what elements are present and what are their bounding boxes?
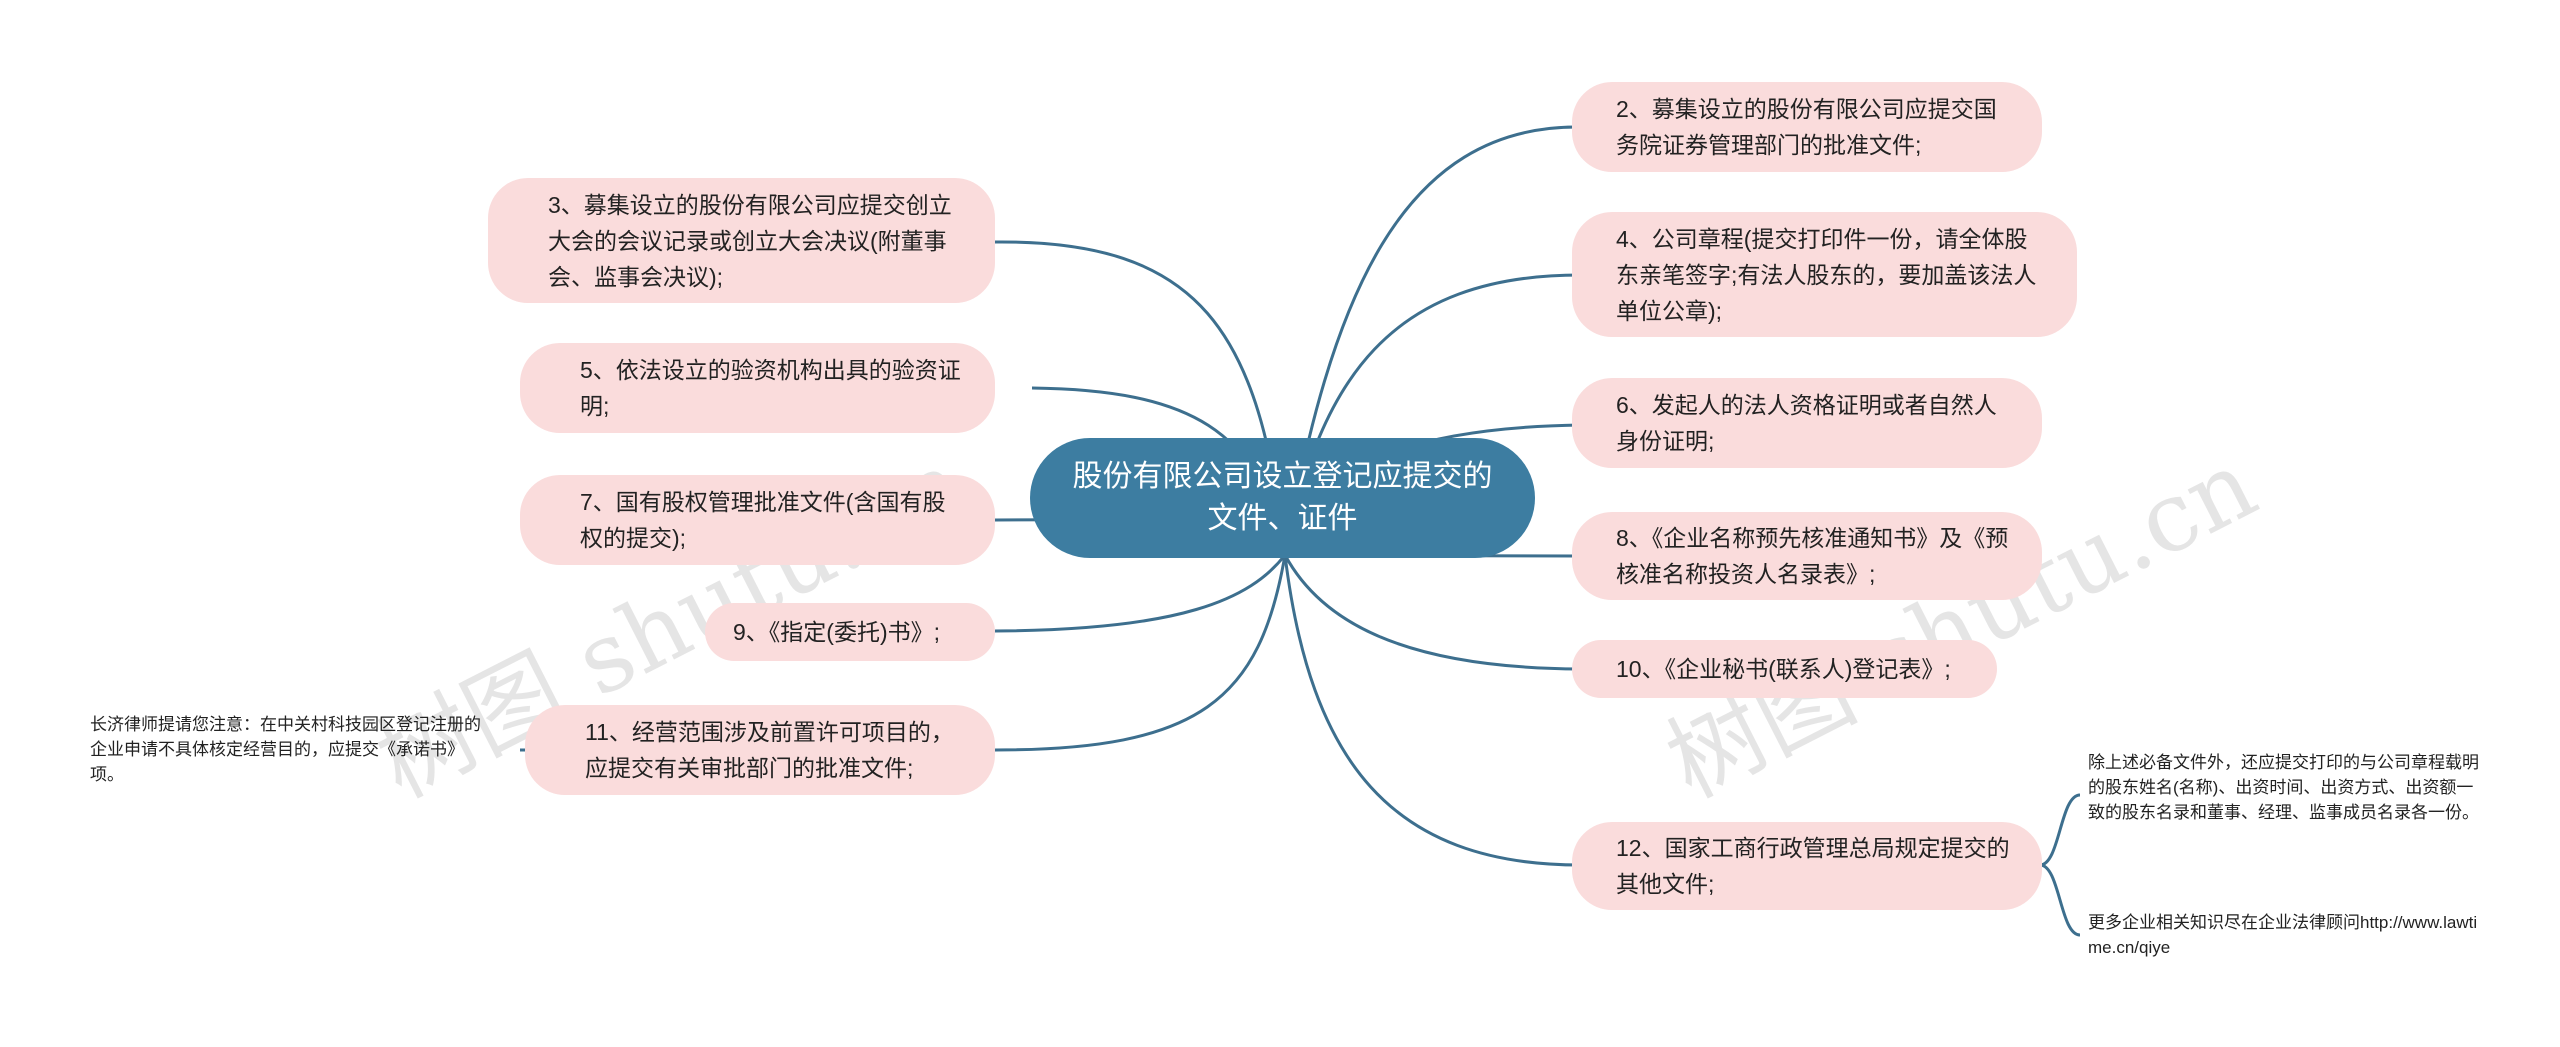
link-note-right1	[2039, 793, 2081, 867]
root-topic-label: 股份有限公司设立登记应提交的文件、证件	[1072, 460, 1493, 535]
topic-label: 7、国有股权管理批准文件(含国有股权的提交);	[580, 489, 946, 551]
topic-node-5[interactable]: 5、依法设立的验资机构出具的验资证明;	[520, 343, 995, 433]
topic-node-9[interactable]: 9、《指定(委托)书》;	[705, 603, 995, 661]
topic-label: 11、经营范围涉及前置许可项目的，应提交有关审批部门的批准文件;	[585, 719, 954, 781]
link-n12	[1283, 554, 1581, 867]
topic-label: 2、募集设立的股份有限公司应提交国务院证券管理部门的批准文件;	[1616, 96, 1997, 158]
topic-node-8[interactable]: 8、《企业名称预先核准通知书》及《预核准名称投资人名录表》;	[1572, 512, 2042, 600]
link-n10	[1283, 554, 1581, 671]
note-right-2: 更多企业相关知识尽在企业法律顾问http://www.lawtime.cn/qi…	[2088, 913, 2478, 957]
link-n9	[994, 554, 1287, 633]
topic-label: 9、《指定(委托)书》;	[733, 619, 940, 645]
note-right-1: 除上述必备文件外，还应提交打印的与公司章程载明的股东姓名(名称)、出资时间、出资…	[2088, 753, 2479, 822]
topic-label: 5、依法设立的验资机构出具的验资证明;	[580, 357, 961, 419]
topic-label: 4、公司章程(提交打印件一份，请全体股东亲笔签字;有法人股东的，要加盖该法人单位…	[1616, 225, 2037, 324]
topic-node-10[interactable]: 10、《企业秘书(联系人)登记表》;	[1572, 640, 1997, 698]
topic-node-7[interactable]: 7、国有股权管理批准文件(含国有股权的提交);	[520, 475, 995, 565]
topic-node-4[interactable]: 4、公司章程(提交打印件一份，请全体股东亲笔签字;有法人股东的，要加盖该法人单位…	[1572, 212, 2077, 337]
topic-label: 10、《企业秘书(联系人)登记表》;	[1616, 656, 1951, 682]
topic-label: 6、发起人的法人资格证明或者自然人身份证明;	[1616, 392, 1997, 454]
topic-label: 12、国家工商行政管理总局规定提交的其他文件;	[1616, 835, 2010, 897]
topic-node-6[interactable]: 6、发起人的法人资格证明或者自然人身份证明;	[1572, 378, 2042, 468]
topic-node-12[interactable]: 12、国家工商行政管理总局规定提交的其他文件;	[1572, 822, 2042, 910]
topic-label: 8、《企业名称预先核准通知书》及《预核准名称投资人名录表》;	[1616, 525, 2009, 587]
topic-node-2[interactable]: 2、募集设立的股份有限公司应提交国务院证券管理部门的批准文件;	[1572, 82, 2042, 172]
link-note-right2	[2039, 863, 2081, 937]
topic-node-11[interactable]: 11、经营范围涉及前置许可项目的，应提交有关审批部门的批准文件;	[525, 705, 995, 795]
root-topic[interactable]: 股份有限公司设立登记应提交的文件、证件	[1030, 438, 1535, 558]
link-n11	[994, 554, 1287, 752]
topic-label: 3、募集设立的股份有限公司应提交创立大会的会议记录或创立大会决议(附董事会、监事…	[548, 191, 952, 290]
note-left: 长济律师提请您注意：在中关村科技园区登记注册的企业申请不具体核定经营目的，应提交…	[90, 715, 481, 784]
topic-node-3[interactable]: 3、募集设立的股份有限公司应提交创立大会的会议记录或创立大会决议(附董事会、监事…	[488, 178, 995, 303]
